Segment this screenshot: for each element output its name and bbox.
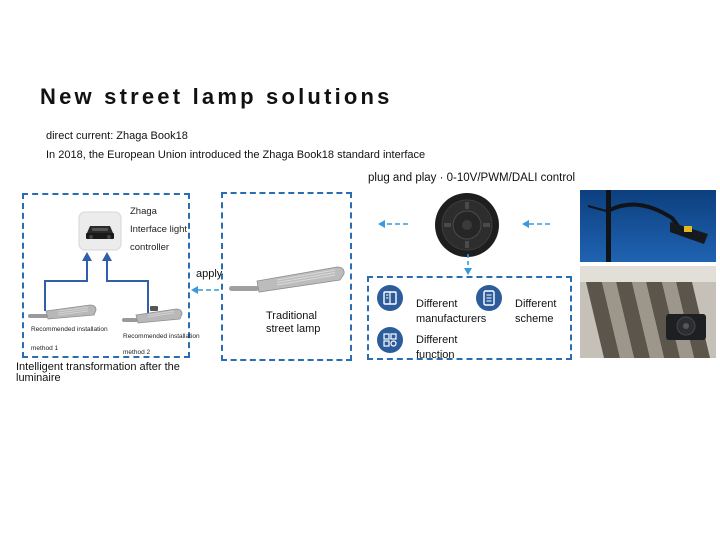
manufacturers-label-line-2: manufacturers xyxy=(416,313,487,325)
controller-label-3: controller xyxy=(130,242,170,253)
retrofit-caption: Intelligent transformation after the lum… xyxy=(16,362,180,384)
method1-label-2: method 1 xyxy=(31,345,59,352)
book-icon xyxy=(377,285,403,311)
retrofit-caption-line-1: Intelligent transformation after the xyxy=(16,361,180,373)
traditional-lamp-label-line-2: street lamp xyxy=(266,323,321,335)
zhaga-controller-icon xyxy=(78,211,122,251)
lamp-method-2-icon xyxy=(122,306,183,324)
compatibility-panel xyxy=(367,276,572,360)
controller-label-2: Interface light xyxy=(130,224,188,235)
street-light-photo xyxy=(580,190,716,262)
scheme-label: Different scheme xyxy=(515,297,556,327)
manufacturers-label-line-1: Different xyxy=(416,298,458,310)
installed-fixture-photo xyxy=(580,266,716,358)
retrofit-panel xyxy=(22,193,190,358)
subtitle-standard: direct current: Zhaga Book18 xyxy=(46,130,188,142)
retrofit-caption-line-2: luminaire xyxy=(16,372,61,384)
apply-arrow-icon xyxy=(191,286,219,294)
traditional-lamp-label: Traditional street lamp xyxy=(266,310,320,336)
scheme-label-line-2: scheme xyxy=(515,313,554,325)
traditional-lamp-panel xyxy=(221,192,352,361)
arrow-from-photo-icon xyxy=(522,220,550,228)
method2-label-1: Recommended installation xyxy=(123,333,200,340)
method1-label-1: Recommended installation xyxy=(31,326,108,333)
installation-connector-lines xyxy=(44,252,149,313)
manufacturers-label: Different manufacturers xyxy=(416,297,486,327)
lamp-method-1-icon xyxy=(28,304,97,320)
scheme-label-line-1: Different xyxy=(515,298,557,310)
arrow-down-icon xyxy=(464,254,472,275)
function-label: Different function xyxy=(416,333,457,363)
apply-label: apply xyxy=(196,268,223,280)
arrow-to-lamp-icon xyxy=(378,220,408,228)
tablet-icon xyxy=(476,285,502,311)
controller-label-1: Zhaga xyxy=(130,206,157,217)
zhaga-socket-icon xyxy=(435,193,499,257)
page-title: New street lamp solutions xyxy=(40,84,393,109)
street-lamp-icon xyxy=(229,266,345,293)
grid-gear-icon xyxy=(377,327,403,353)
function-label-line-2: function xyxy=(416,349,455,361)
traditional-lamp-label-line-1: Traditional xyxy=(266,310,317,322)
plug-and-play-label: plug and play · 0-10V/PWM/DALI control xyxy=(368,172,576,184)
subtitle-history: In 2018, the European Union introduced t… xyxy=(46,149,426,161)
method2-label-2: method 2 xyxy=(123,349,151,356)
function-label-line-1: Different xyxy=(416,334,458,346)
